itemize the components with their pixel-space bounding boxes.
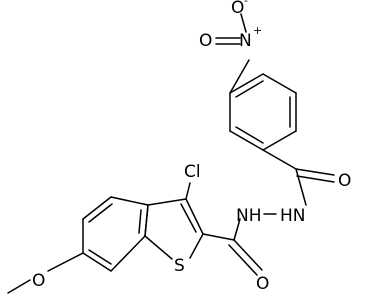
- bond-fused: [144, 204, 149, 237]
- bond: [82, 196, 112, 220]
- bond-inner: [235, 126, 264, 144]
- sulfur-label: S: [174, 256, 185, 276]
- bond-c-s: [144, 235, 173, 260]
- bond-c-n: [233, 218, 241, 241]
- thiophene-carbonyl: [202, 218, 263, 276]
- carbonyl-oxygen-lower-label: O: [256, 274, 269, 294]
- carbonyl-oxygen-upper-label: O: [338, 171, 351, 191]
- bond: [229, 73, 264, 94]
- hydrazide-nh-label: HN: [280, 206, 306, 226]
- bond-inner: [235, 80, 264, 98]
- bond-c-n: [295, 168, 307, 206]
- bond-c-c: [202, 233, 235, 241]
- thiophene-ring: [144, 182, 204, 260]
- methoxy-group: [7, 252, 84, 294]
- bond: [229, 130, 264, 151]
- bond: [262, 73, 297, 94]
- bond: [110, 235, 146, 272]
- bond-c-o-double: [296, 175, 335, 183]
- nitro-oxygen-left-label: O: [199, 31, 212, 51]
- bond: [262, 130, 297, 151]
- bond-inner: [180, 203, 197, 233]
- bond: [262, 149, 297, 170]
- benzo-ring: [82, 196, 149, 272]
- nitro-oxygen-top-label: O: [231, 0, 244, 18]
- bond-inner: [88, 249, 112, 265]
- bond-c-cl: [185, 182, 191, 200]
- methoxy-oxygen-label: O: [32, 271, 45, 291]
- bond-c-o-double: [228, 244, 258, 276]
- benzoyl-carbonyl: [262, 149, 335, 206]
- negative-charge-label: -: [244, 0, 248, 7]
- bond: [82, 252, 112, 272]
- bond-inner: [138, 209, 142, 234]
- bond-c-o: [295, 168, 335, 176]
- bond-s-c: [189, 233, 204, 259]
- bond-n-o: [240, 13, 247, 33]
- hydrazide-nh2-label: NH: [236, 206, 262, 226]
- bond: [229, 59, 250, 94]
- bond-o-ch3: [7, 279, 31, 294]
- bond-c-o: [47, 252, 84, 272]
- nitro-nitrogen-label: N: [239, 31, 252, 51]
- nitrophenyl-ring: [229, 73, 297, 151]
- bond-inner: [88, 203, 113, 223]
- chlorine-label: Cl: [184, 162, 201, 182]
- bond-c-o: [233, 239, 263, 271]
- bond: [110, 196, 149, 206]
- bond: [147, 198, 187, 206]
- bond: [185, 198, 204, 235]
- nitro-group: [215, 13, 250, 94]
- positive-charge-label: +: [253, 24, 262, 37]
